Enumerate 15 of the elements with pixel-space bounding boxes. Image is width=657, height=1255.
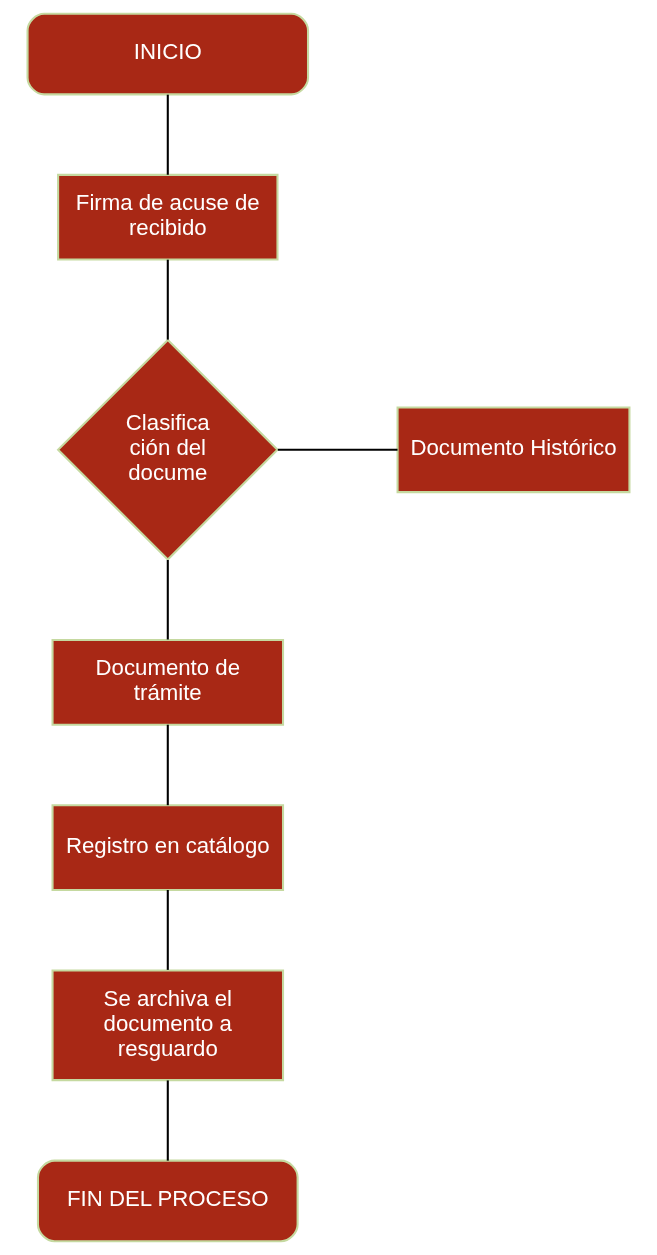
node-box: Documento de trámite bbox=[51, 638, 285, 726]
node-box: INICIO bbox=[26, 12, 310, 96]
connector bbox=[166, 889, 169, 970]
connector bbox=[166, 560, 169, 640]
connector bbox=[166, 94, 169, 175]
connector bbox=[166, 259, 169, 340]
node-box: FIN DEL PROCESO bbox=[36, 1159, 299, 1243]
node-box: Se archiva el documento a resguardo bbox=[51, 969, 285, 1082]
node-box: Firma de acuse de recibido bbox=[57, 173, 279, 261]
node-diamond: Clasifica ción del docume bbox=[56, 338, 279, 561]
node-box: Documento Histórico bbox=[396, 406, 631, 494]
connector bbox=[166, 724, 169, 806]
connector bbox=[166, 1080, 169, 1161]
connector bbox=[277, 448, 398, 451]
node-box: Registro en catálogo bbox=[51, 804, 285, 891]
